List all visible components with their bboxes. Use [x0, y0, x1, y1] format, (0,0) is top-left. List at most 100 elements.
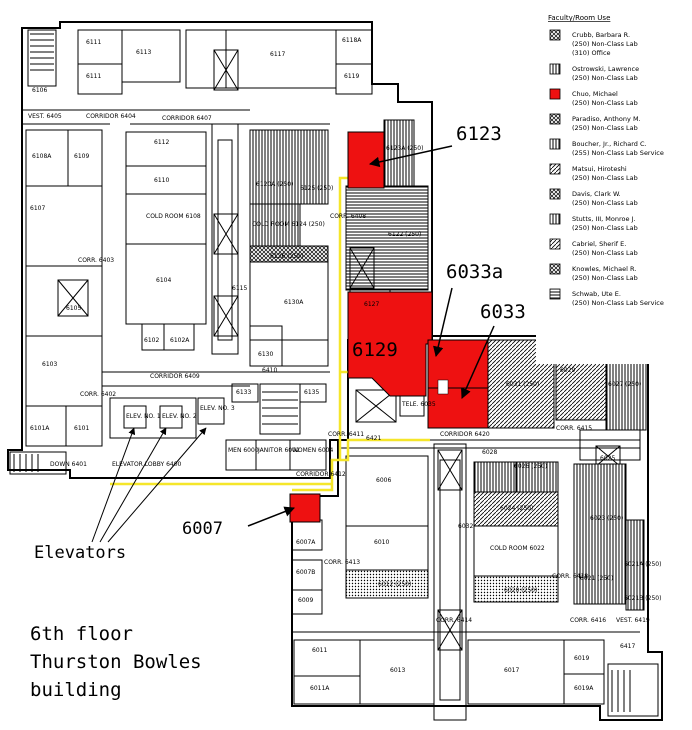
legend-swatch — [549, 138, 561, 150]
room-label: 6021B (250) — [624, 595, 661, 602]
room-label: 6111 — [86, 39, 101, 46]
legend-use: (250) Non-Class Lab Service — [572, 299, 664, 307]
room-label: 6021A (250) — [624, 561, 661, 568]
west-wing — [7, 21, 433, 479]
room-label: 6011A — [310, 685, 330, 692]
arrow-elevator-1 — [91, 427, 136, 543]
route-path — [110, 176, 430, 492]
room-label: CORR. 6416 — [570, 617, 606, 624]
room-label: 6130 — [258, 351, 273, 358]
room-label: ELEVATOR LOBBY 6400 — [112, 461, 182, 468]
room-label: 6103 — [42, 361, 57, 368]
room-label: CORR. 6418 — [552, 573, 588, 580]
room-label: 6102 — [144, 337, 159, 344]
legend-swatch — [549, 163, 561, 175]
callout-6033: 6033 — [480, 301, 526, 323]
room-label: 6019A — [574, 685, 594, 692]
room-label: ELEV. NO. 1 — [126, 413, 161, 420]
legend-use: (250) Non-Class Lab — [572, 249, 638, 257]
room-label: 6007A — [296, 539, 316, 546]
room-label: CORR. 6414 — [436, 617, 472, 624]
room-label: 6120A (250) — [256, 181, 293, 188]
caption-line-3: building — [30, 679, 122, 701]
room-label: CORR. 6411 — [328, 431, 364, 438]
legend-name: Schwab, Ute E. — [572, 290, 621, 298]
room-6026b — [515, 461, 559, 493]
room-label: 6101A — [30, 425, 50, 432]
room-label: 6007B — [296, 569, 315, 576]
legend-use: (250) Non-Class Lab — [572, 274, 638, 282]
legend-name: Knowles, Michael R. — [572, 265, 636, 273]
room-label: 6006 — [376, 477, 391, 484]
room-label: 6102A — [170, 337, 190, 344]
room-label: VEST. 6419 — [616, 617, 650, 624]
caption-line-2: Thurston Bowles — [30, 651, 202, 673]
room-label: 6026 (250) — [514, 463, 547, 470]
room-label: 6113 — [136, 49, 151, 56]
legend-name: Chuo, Michael — [572, 90, 618, 98]
room-label: 6115 — [232, 285, 247, 292]
arrow-6123 — [368, 145, 453, 168]
room-label: 6032 — [458, 523, 473, 530]
room-label: 6110 — [154, 177, 169, 184]
room-label: CORR. 6403 — [78, 257, 114, 264]
room-label: 6417 — [620, 643, 635, 650]
legend-name: Paradiso, Anthony M. — [572, 115, 641, 123]
room-label: 6025 — [600, 455, 615, 462]
room-label: DOWN 6401 — [50, 461, 87, 468]
legend-title: Faculty/Room Use — [548, 14, 610, 22]
room-label: 6023 (250) — [590, 515, 623, 522]
legend-use: (250) Non-Class Lab — [572, 224, 638, 232]
room-label: 6104 — [156, 277, 171, 284]
room-label: 6012 (250) — [378, 581, 411, 588]
room-label: JANITOR 6002 — [257, 447, 300, 454]
room-label: CORR. 6413 — [324, 559, 360, 566]
room-label: 6017 — [504, 667, 519, 674]
room-6123-highlight — [347, 131, 385, 189]
room-label: 6109 — [74, 153, 89, 160]
room-6007-highlight — [289, 493, 321, 523]
room-label: 6127 — [364, 301, 379, 308]
room-label: 6421 — [366, 435, 381, 442]
room-label: WOMEN 6004 — [292, 447, 333, 454]
callout-elevators: Elevators — [34, 543, 126, 563]
room-label: 6105 — [66, 305, 81, 312]
room-6026 — [473, 461, 517, 493]
room-label: CORRIDOR 6412 — [296, 471, 346, 478]
room-label: 6010 — [374, 539, 389, 546]
legend: Faculty/Room Use Crubb, Barbara R.(250) … — [536, 4, 690, 364]
room-label: COLD ROOM 6022 — [490, 545, 545, 552]
room-label: 6117 — [270, 51, 285, 58]
room-label: CORR. 6402 — [80, 391, 116, 398]
room-label: 6118A — [342, 37, 362, 44]
legend-use: (310) Office — [572, 49, 611, 57]
room-label: 6011 — [312, 647, 327, 654]
room-6125 — [297, 129, 329, 205]
legend-name: Cabriel, Sherif E. — [572, 240, 626, 248]
room-6012 — [345, 569, 429, 599]
room-label: 6133 — [236, 389, 251, 396]
room-label: 6024 (250) — [500, 505, 533, 512]
room-label: MEN 6000 — [228, 447, 259, 454]
room-6020 — [473, 575, 559, 603]
legend-use: (250) Non-Class Lab — [572, 99, 638, 107]
room-label: 6125 (250) — [300, 185, 333, 192]
stair-6406 — [27, 29, 57, 87]
room-label: CORR. 6408 — [330, 213, 366, 220]
legend-entries: Crubb, Barbara R.(250) Non-Class Lab(310… — [549, 29, 664, 307]
room-label: CORRIDOR 6407 — [162, 115, 212, 122]
room-label: 6031 (250) — [506, 381, 539, 388]
legend-swatch — [549, 238, 561, 250]
room-label: 6009 — [298, 597, 313, 604]
callout-6033a: 6033a — [446, 261, 503, 283]
room-6033a-highlight — [427, 339, 489, 389]
legend-use: (255) Non-Class Lab Service — [572, 149, 664, 157]
legend-swatch — [549, 263, 561, 275]
legend-swatch — [549, 213, 561, 225]
room-label: 6111 — [86, 73, 101, 80]
room-6024 — [473, 491, 559, 527]
legend-name: Matsui, Hiroteshi — [572, 165, 627, 173]
caption-line-1: 6th floor — [30, 623, 133, 645]
caption: 6th floor Thurston Bowles building — [30, 623, 202, 701]
room-label: 6028 — [482, 449, 497, 456]
